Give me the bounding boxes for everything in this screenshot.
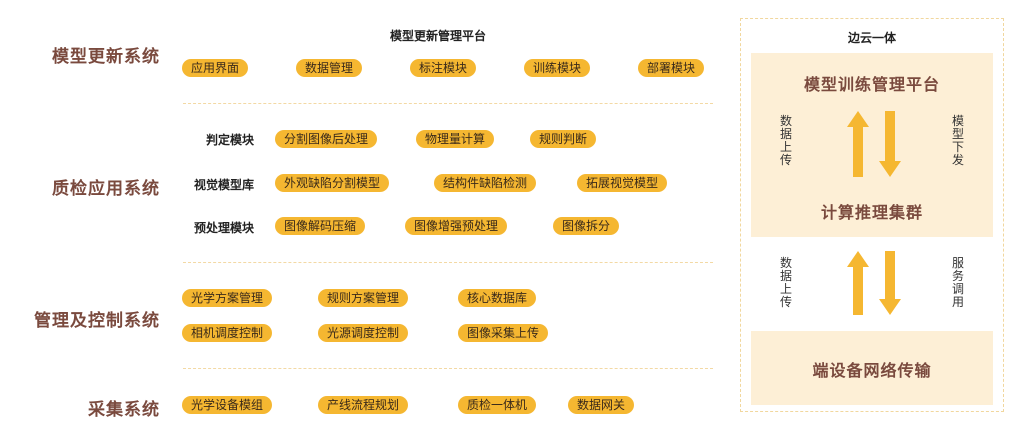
pill-line-planning: 产线流程规划 <box>318 396 409 414</box>
pill-data-gateway: 数据网关 <box>568 396 635 414</box>
pill-data-management: 数据管理 <box>296 59 363 77</box>
arrow-up-icon <box>847 251 869 315</box>
upper-data-upload-text: 数据上传 <box>779 114 792 167</box>
pill-image-split: 图像拆分 <box>553 217 620 235</box>
pill-annotation-module: 标注模块 <box>410 59 477 77</box>
divider-3 <box>183 368 713 369</box>
pill-image-enhance-preprocess: 图像增强预处理 <box>405 217 508 235</box>
sub-label-judgment-module: 判定模块 <box>205 133 254 147</box>
system-label-qc-application: 质检应用系统 <box>52 179 160 199</box>
pill-qc-machine: 质检一体机 <box>458 396 537 414</box>
pill-rule-judgment: 规则判断 <box>530 130 597 148</box>
service-call-text: 服务调用 <box>951 256 964 309</box>
pill-rule-scheme-mgmt: 规则方案管理 <box>318 289 409 307</box>
sub-label-vision-model-lib: 视觉模型库 <box>193 178 254 192</box>
pill-camera-control: 相机调度控制 <box>182 324 273 342</box>
pill-physical-calc: 物理量计算 <box>416 130 495 148</box>
pill-light-control: 光源调度控制 <box>318 324 409 342</box>
system-label-collection: 采集系统 <box>88 400 160 420</box>
pill-optical-module: 光学设备模组 <box>182 396 273 414</box>
divider-1 <box>183 103 713 104</box>
edge-cloud-title: 边云一体 <box>847 31 896 45</box>
pill-optical-scheme-mgmt: 光学方案管理 <box>182 289 273 307</box>
arrow-down-icon <box>879 251 901 315</box>
model-update-platform-title: 模型更新管理平台 <box>390 29 487 43</box>
lower-data-upload-text: 数据上传 <box>779 256 792 309</box>
edge-cloud-box: 边云一体 模型训练管理平台 数据上传 模型下发 计算推理集群 数据上传 服务调用… <box>740 18 1004 412</box>
pill-core-database: 核心数据库 <box>458 289 537 307</box>
pill-extended-vision-model: 拓展视觉模型 <box>577 174 668 192</box>
arrow-up-icon <box>847 111 869 177</box>
training-platform-title: 模型训练管理平台 <box>803 75 940 94</box>
pill-image-decode-compress: 图像解码压缩 <box>275 217 366 235</box>
pill-training-module: 训练模块 <box>524 59 591 77</box>
pill-app-interface: 应用界面 <box>182 59 249 77</box>
model-deploy-text: 模型下发 <box>951 114 964 167</box>
sub-label-preprocess-module: 预处理模块 <box>193 221 254 235</box>
pill-structure-detect: 结构件缺陷检测 <box>434 174 537 192</box>
inference-cluster-title: 计算推理集群 <box>820 203 923 222</box>
system-label-management-control: 管理及控制系统 <box>34 311 160 331</box>
cloud-panel: 模型训练管理平台 数据上传 模型下发 计算推理集群 <box>751 53 993 237</box>
arrow-down-icon <box>879 111 901 177</box>
pill-seg-postprocess: 分割图像后处理 <box>275 130 378 148</box>
edge-panel: 端设备网络传输 <box>751 331 993 405</box>
divider-2 <box>183 262 713 263</box>
system-label-model-update: 模型更新系统 <box>52 47 160 67</box>
pill-appearance-seg-model: 外观缺陷分割模型 <box>275 174 390 192</box>
pill-image-capture-upload: 图像采集上传 <box>458 324 549 342</box>
edge-network-title: 端设备网络传输 <box>812 361 932 380</box>
pill-deploy-module: 部署模块 <box>638 59 705 77</box>
